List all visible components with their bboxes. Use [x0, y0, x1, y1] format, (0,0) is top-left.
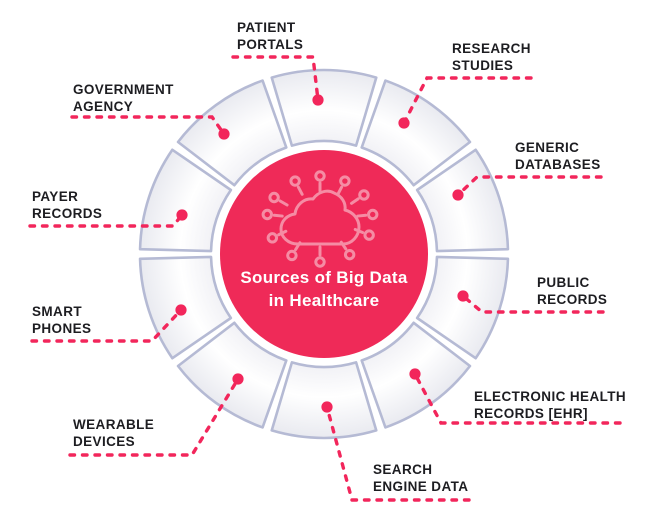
ring-segment: [360, 79, 472, 187]
connector-dot-research-studies: [398, 117, 410, 129]
label-line: SEARCH: [373, 462, 433, 477]
ring-segment: [138, 148, 233, 253]
cloud-node: [286, 249, 298, 262]
connector-dot-public-records: [457, 290, 469, 302]
label-line: AGENCY: [73, 99, 134, 114]
label-line: PAYER: [32, 189, 79, 204]
cloud-spoke: [277, 229, 288, 237]
connector-dot-generic-databases: [452, 189, 464, 201]
cloud-spoke: [356, 213, 368, 218]
cloud-spoke: [278, 199, 289, 207]
connector-line-generic-databases: [456, 175, 603, 197]
connector-line-government-agency: [70, 115, 226, 136]
label-line: PUBLIC: [537, 275, 590, 290]
ring-segment: [270, 361, 378, 440]
cloud-spoke: [272, 213, 284, 218]
title-line-1: Sources of Big Data: [240, 268, 408, 287]
cloud-node: [289, 175, 301, 187]
connector-line-research-studies: [402, 76, 533, 125]
label-line: RECORDS [EHR]: [474, 406, 588, 421]
connected-cloud-icon: [261, 170, 379, 268]
ring: [138, 68, 510, 440]
source-label-patient-portals: PATIENT PORTALS: [237, 19, 303, 53]
cloud-spoke: [353, 227, 365, 234]
source-label-payer-records: PAYER RECORDS: [32, 188, 102, 222]
source-label-electronic-health-records: ELECTRONIC HEALTH RECORDS [EHR]: [474, 388, 626, 422]
source-label-wearable-devices: WEARABLE DEVICES: [73, 416, 154, 450]
connector-line-smart-phones: [30, 308, 183, 343]
label-line: RECORDS: [537, 292, 608, 307]
label-line: SMART: [32, 304, 82, 319]
label-line: ENGINE DATA: [373, 479, 469, 494]
cloud-node: [261, 208, 273, 221]
source-label-research-studies: RESEARCH STUDIES: [452, 40, 531, 74]
connector-dot-smart-phones: [175, 304, 187, 316]
label-line: DATABASES: [515, 157, 601, 172]
cloud-spoke: [339, 240, 348, 251]
label-line: GOVERNMENT: [73, 82, 174, 97]
diagram-title: Sources of Big Data in Healthcare: [204, 266, 444, 312]
source-label-public-records: PUBLIC RECORDS: [537, 274, 607, 308]
source-label-search-engine-data: SEARCH ENGINE DATA: [373, 461, 468, 495]
connector-dot-payer-records: [176, 209, 188, 221]
label-line: PHONES: [32, 321, 92, 336]
cloud-spoke: [336, 185, 344, 196]
ring-segment: [176, 321, 288, 429]
connector-line-search-engine-data: [325, 405, 471, 502]
cloud-node: [339, 175, 351, 187]
ring-segment: [415, 255, 510, 360]
cloud-node: [358, 189, 370, 201]
label-line: GENERIC: [515, 140, 580, 155]
cloud-spoke: [350, 197, 360, 205]
connector-line-electronic-health-records: [413, 372, 622, 425]
connector-dots: [175, 94, 469, 413]
label-line: STUDIES: [452, 58, 514, 73]
connector-line-public-records: [461, 294, 605, 314]
connector-dot-electronic-health-records: [409, 368, 421, 380]
cloud-node: [314, 256, 326, 268]
cloud-node: [363, 229, 375, 241]
ring-segment: [415, 148, 510, 253]
cloud-spoke: [294, 241, 302, 252]
cloud-node: [343, 248, 356, 261]
label-line: WEARABLE: [73, 417, 155, 432]
label-line: RESEARCH: [452, 41, 531, 56]
connector-dot-search-engine-data: [321, 401, 333, 413]
cloud-node: [314, 170, 326, 182]
connector-line-wearable-devices: [68, 377, 240, 457]
connector-dot-patient-portals: [312, 94, 324, 106]
source-label-generic-databases: GENERIC DATABASES: [515, 139, 601, 173]
label-line: ELECTRONIC HEALTH: [474, 389, 627, 404]
cloud-node: [268, 191, 280, 204]
label-line: PORTALS: [237, 37, 304, 52]
title-line-2: in Healthcare: [268, 291, 380, 310]
label-line: RECORDS: [32, 206, 103, 221]
cloud-outline: [279, 189, 361, 246]
cloud-node: [266, 232, 279, 244]
cloud-node: [367, 208, 379, 221]
center-circle: [220, 150, 428, 358]
connector-dot-government-agency: [218, 128, 230, 140]
cloud-network-nodes: [261, 170, 379, 268]
label-line: DEVICES: [73, 434, 136, 449]
label-line: PATIENT: [237, 20, 296, 35]
ring-segment: [270, 68, 378, 147]
connector-dot-wearable-devices: [232, 373, 244, 385]
cloud-spoke: [296, 185, 304, 196]
source-label-government-agency: GOVERNMENT AGENCY: [73, 81, 174, 115]
connector-line-patient-portals: [231, 55, 320, 102]
source-label-smart-phones: SMART PHONES: [32, 303, 91, 337]
